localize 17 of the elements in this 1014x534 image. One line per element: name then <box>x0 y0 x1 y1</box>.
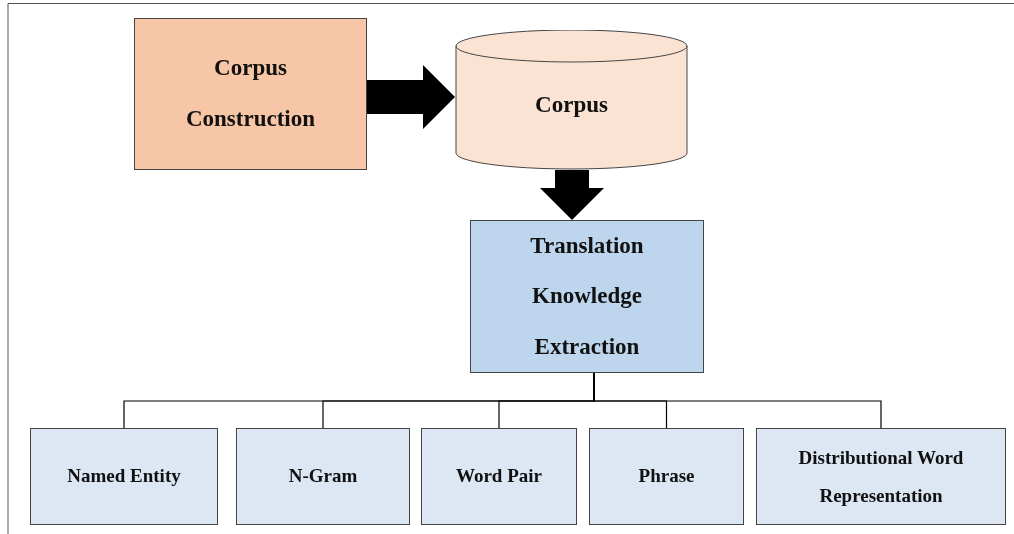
process-box <box>756 428 1006 525</box>
node-label: Named Entity <box>67 464 181 489</box>
process-box <box>589 428 744 525</box>
node-label: Word Pair <box>456 464 542 489</box>
node-label: Distributional Word Representation <box>797 445 965 508</box>
node-label: Corpus Construction <box>184 54 317 133</box>
node-label: Corpus <box>535 91 608 120</box>
block-arrow <box>367 65 455 130</box>
node-label: Translation Knowledge Extraction <box>529 231 645 361</box>
node-label: N-Gram <box>288 464 358 489</box>
process-box <box>470 220 704 373</box>
node-label: Phrase <box>638 464 695 489</box>
process-box <box>134 18 367 170</box>
block-arrow <box>540 170 604 220</box>
process-box <box>30 428 218 525</box>
process-box <box>236 428 410 525</box>
process-box <box>421 428 577 525</box>
